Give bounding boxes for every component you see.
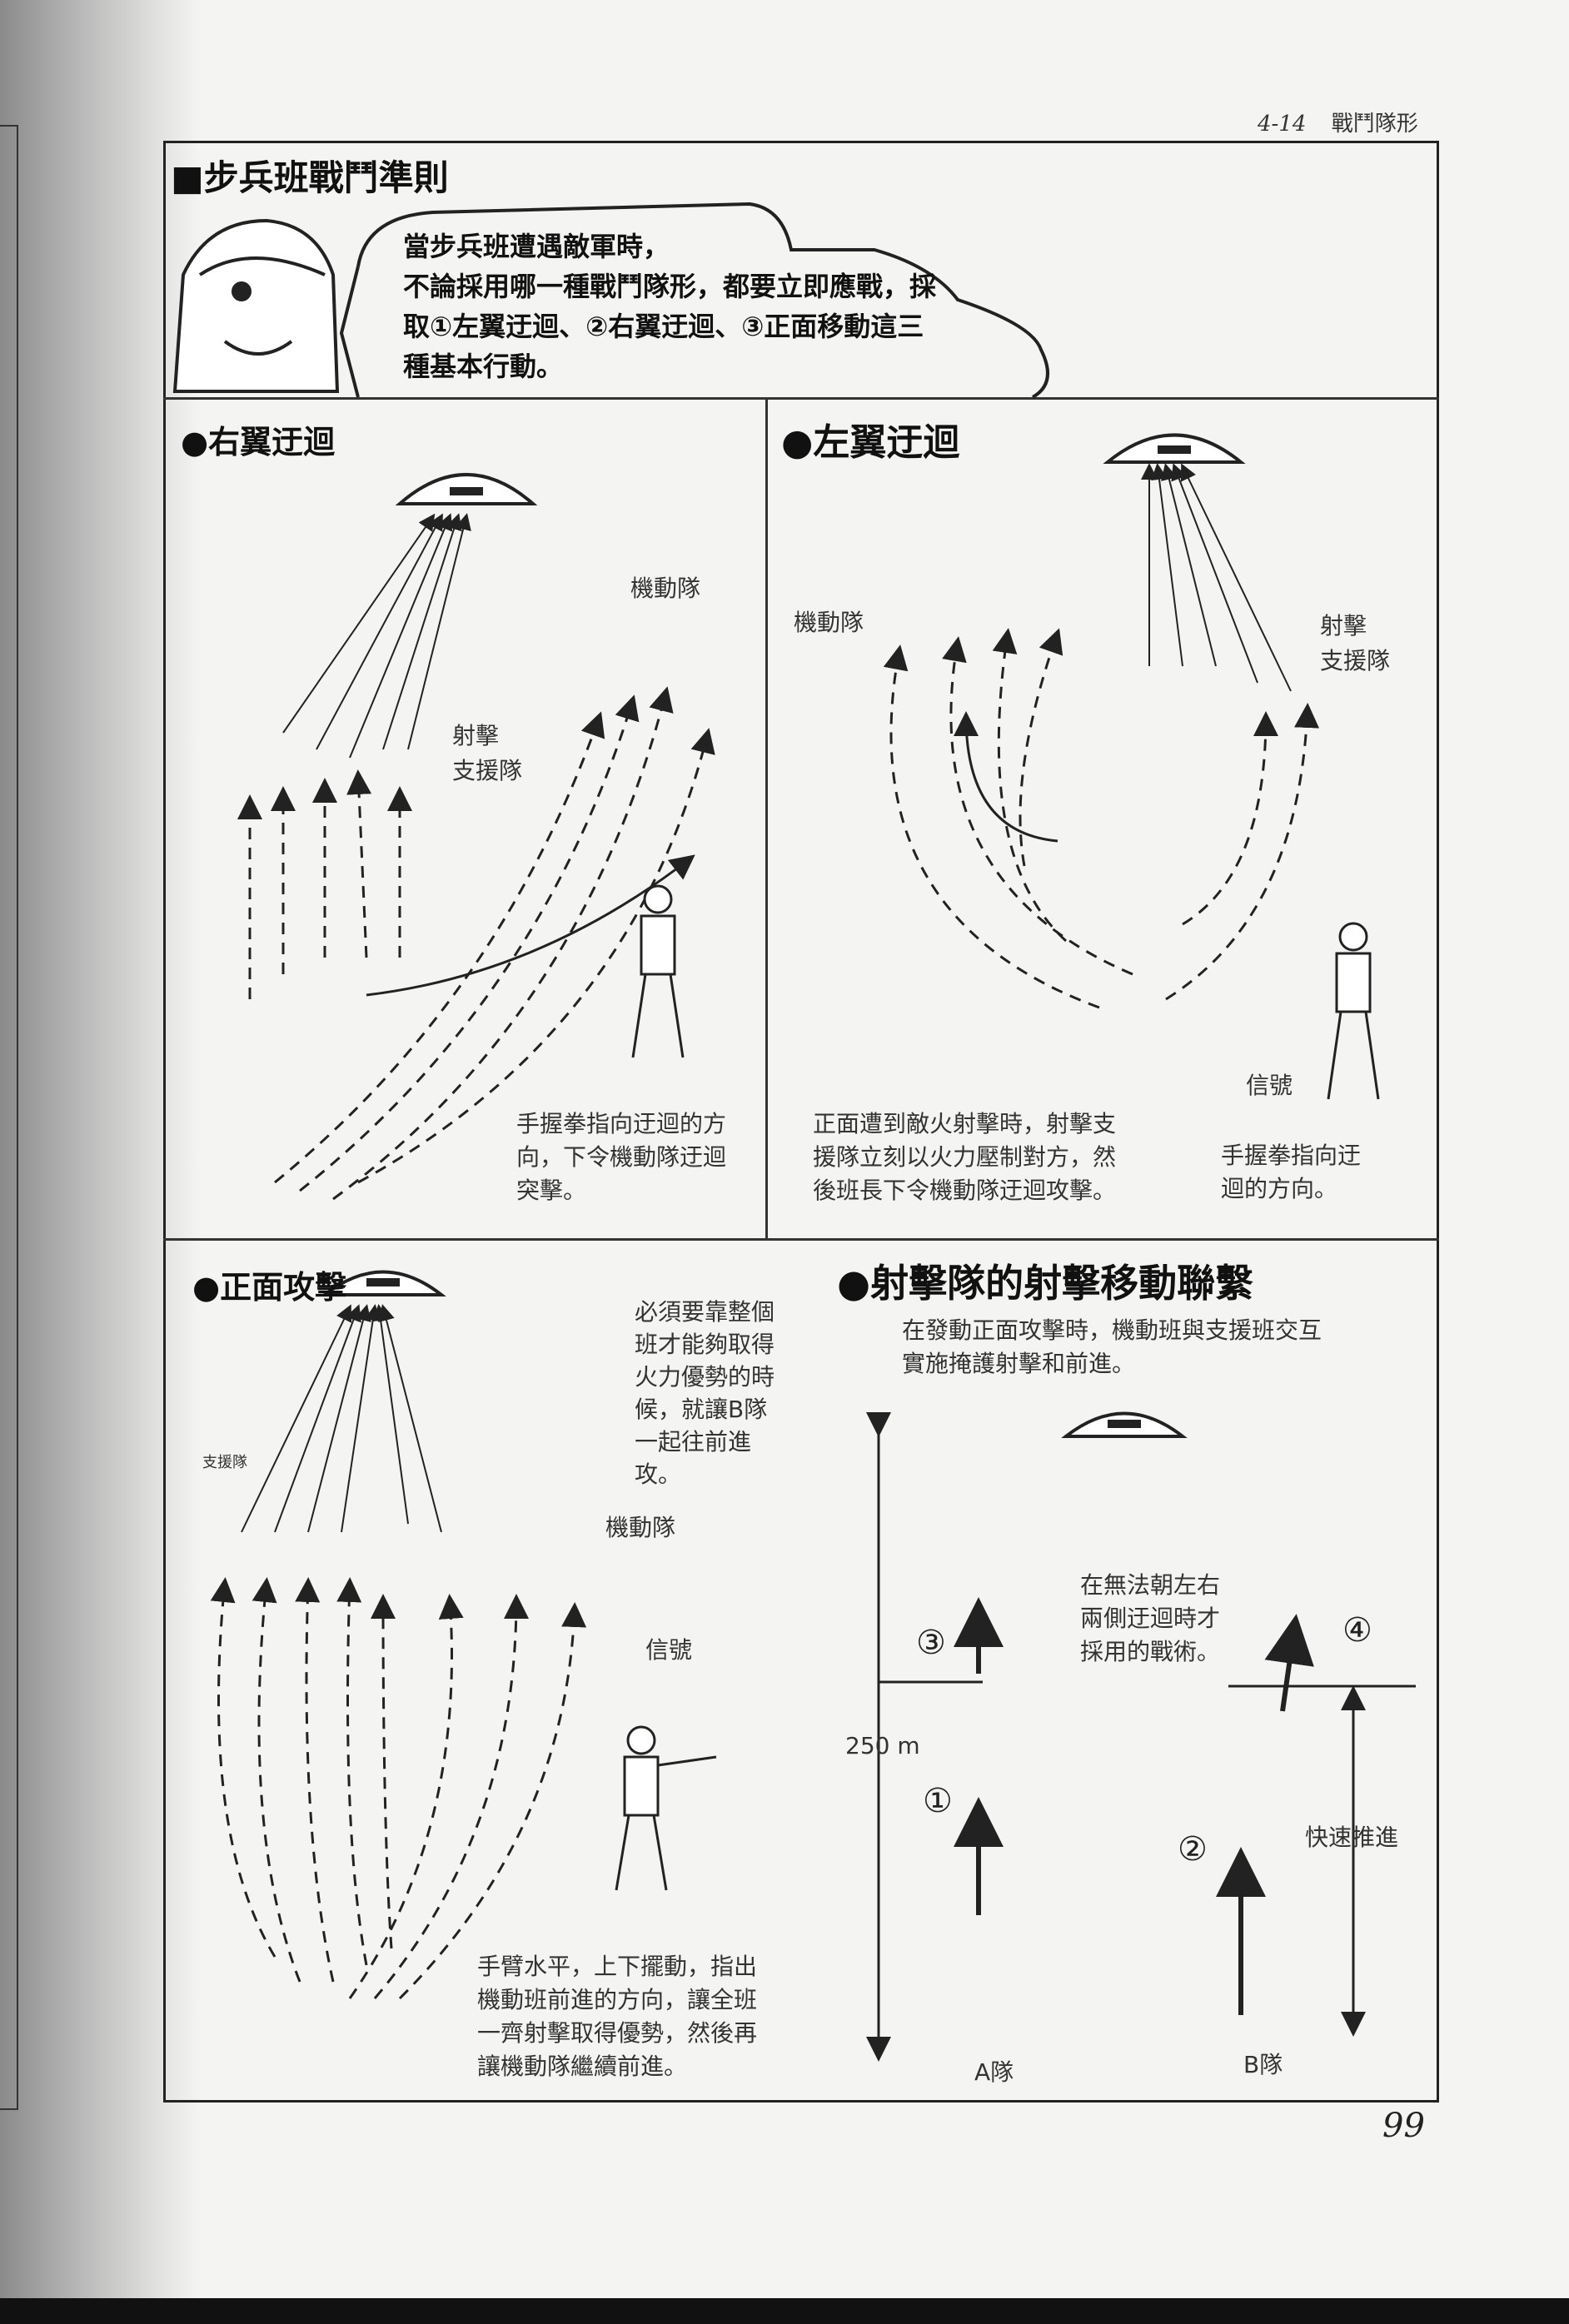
fire-lines [282,513,471,759]
label-fire-support-2: 支援隊 [1320,647,1391,674]
label-maneuver-team: 機動隊 [605,1514,676,1541]
bunker-icon [320,1270,446,1296]
note-line: 在無法朝左右 [1080,1571,1221,1599]
running-header: 4-14 戰鬥隊形 [1258,107,1418,137]
note-line: 班才能夠取得 [635,1331,775,1358]
divider-top [163,397,1439,400]
bunker-icon [1103,433,1246,464]
panel-title-right-flank: ●右翼迂迴 [181,424,336,460]
caption-line: 後班長下令機動隊迂迴攻擊。 [813,1177,1117,1204]
step-2-marker: ② [1178,1830,1208,1869]
note-line: 候，就讓B隊 [635,1396,768,1423]
caption-line: 突擊。 [516,1177,587,1204]
caption-frontal: 手臂水平，上下擺動，指出 機動班前進的方向，讓全班 一齊射擊取得優勢，然後再 讓… [477,1950,757,2083]
step-4-marker: ④ [1342,1611,1372,1650]
panel-title-frontal: ●正面攻擊 [192,1269,347,1306]
note-line: 一起往前進 [635,1428,752,1456]
step-1-marker: ① [923,1782,953,1820]
caption-signal: 手握拳指向迂 迴的方向。 [1221,1139,1361,1206]
distance-label: 250 m [845,1732,920,1759]
divider-middle [163,1238,1439,1241]
subtitle-line: 在發動正面攻擊時，機動班與支援班交互 [902,1316,1322,1344]
caption-line: 讓機動隊繼續前進。 [477,2053,688,2080]
label-maneuver-team: 機動隊 [794,609,864,636]
caption-line: 一齊射擊取得優勢，然後再 [477,2019,758,2047]
bubble-line: 當步兵班遭遇敵軍時， [403,231,670,262]
page-title: ■步兵班戰鬥準則 [171,157,449,198]
note-fire-and-move: 在無法朝左右 兩側迂迴時才 採用的戰術。 [1080,1569,1220,1669]
panel-title-fire-and-move: ●射擊隊的射擊移動聯繫 [837,1261,1254,1306]
label-fire-support-1: 射擊 [452,722,500,749]
note-line: 採用的戰術。 [1080,1638,1221,1665]
scan-bottom-edge [0,2298,1569,2324]
speech-bubble [339,202,1049,399]
bubble-line: 取①左翼迂迴、②右翼迂迴、③正面移動這三 [403,311,924,342]
fire-lines [1141,463,1292,692]
label-signal: 信號 [1246,1072,1293,1099]
caption-line: 手握拳指向迂迴的方 [516,1110,727,1137]
book-gutter-shadow [0,0,200,2298]
page-number: 99 [1382,2107,1425,2145]
flank-arrows [883,628,1320,1009]
caption-line: 援隊立刻以火力壓制對方，然 [813,1143,1117,1171]
note-line: 火力優勢的時 [635,1363,775,1391]
team-a-label: A隊 [974,2058,1014,2086]
subtitle-line: 實施掩護射擊和前進。 [902,1350,1136,1377]
bubble-line: 不論採用哪一種戰鬥隊形，都要立即應戰，採 [403,271,937,302]
label-signal: 信號 [645,1636,693,1664]
caption-line: 迴的方向。 [1221,1175,1338,1202]
label-fire-support-2: 支援隊 [452,757,523,784]
bunker-icon [395,473,538,505]
caption-line: 正面遭到敵火射擊時，射擊支 [813,1110,1117,1137]
advance-arrows [210,1577,587,2000]
caption-left-flank: 正面遭到敵火射擊時，射擊支 援隊立刻以火力壓制對方，然 後班長下令機動隊迂迴攻擊… [813,1107,1116,1207]
facing-page-border [0,125,18,2110]
soldier-figure-icons [615,884,1380,1891]
bunker-icon [1061,1411,1188,1438]
panel-title-left-flank: ●左翼迂迴 [781,421,960,464]
step-3-marker: ③ [916,1624,946,1662]
caption-right-flank: 手握拳指向迂迴的方 向，下令機動隊迂迴 突擊。 [516,1107,726,1207]
label-support-team: 支援隊 [202,1454,247,1471]
note-frontal: 必須要靠整個 班才能夠取得 火力優勢的時 候，就讓B隊 一起往前進 攻。 [635,1296,775,1490]
note-line: 必須要靠整個 [635,1298,775,1326]
label-fire-support-1: 射擊 [1320,612,1367,639]
subtitle-fire-and-move: 在發動正面攻擊時，機動班與支援班交互 實施掩護射擊和前進。 [902,1314,1322,1381]
caption-line: 手握拳指向迂 [1221,1142,1362,1169]
fire-lines [241,1304,442,1533]
divider-vertical [765,397,768,1238]
signal-arrow [954,711,1058,843]
content-frame [163,141,1439,2103]
rapid-advance-label: 快速推進 [1305,1824,1399,1851]
team-b-label: B隊 [1243,2051,1283,2078]
caption-line: 向，下令機動隊迂迴 [516,1143,727,1171]
caption-line: 機動班前進的方向，讓全班 [477,1986,758,2013]
section-title: 戰鬥隊形 [1331,112,1418,137]
label-maneuver-team: 機動隊 [630,575,701,602]
note-line: 兩側迂迴時才 [1080,1605,1221,1632]
intro-bubble-text: 當步兵班遭遇敵軍時， 不論採用哪一種戰鬥隊形，都要立即應戰，採 取①左翼迂迴、②… [403,226,1036,386]
note-line: 攻。 [635,1461,682,1488]
soldier-portrait-icon [172,218,340,393]
caption-line: 手臂水平，上下擺動，指出 [477,1953,758,1980]
distance-marker [866,1412,1416,2062]
section-number: 4-14 [1258,112,1307,137]
bubble-line: 種基本行動。 [403,351,564,382]
move-arrows [954,1597,1314,2015]
